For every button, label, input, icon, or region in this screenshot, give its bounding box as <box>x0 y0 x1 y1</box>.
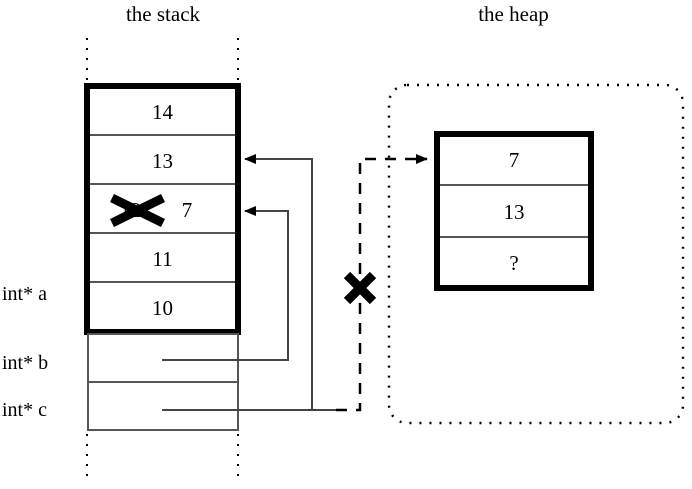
stack-cell-value-0: 14 <box>152 100 173 124</box>
stack-cell-value-1: 13 <box>152 149 173 173</box>
heap-cell-value-2: ? <box>509 251 519 275</box>
pointer-label-b: int* b <box>2 352 49 374</box>
heap-title: the heap <box>478 2 549 26</box>
stack-cell-value-4: 10 <box>152 296 173 320</box>
stale-heap-pointer-dashed <box>336 154 428 412</box>
stack-cell-value-3: 11 <box>152 247 173 271</box>
heap-cell-value-0: 7 <box>508 148 520 172</box>
stack-pointer-cells <box>87 333 239 431</box>
stack-cell-value-2-new: 7 <box>181 198 193 222</box>
stack-title: the stack <box>125 2 201 26</box>
heap-block-box <box>434 131 594 291</box>
dead-pointer-x-marker <box>343 271 377 305</box>
stack-frame-box <box>84 83 241 335</box>
pointer-b-connector <box>162 206 289 361</box>
stack-cell-value-2-old: 12 <box>120 198 141 222</box>
pointer-label-a: int* a <box>2 283 47 305</box>
pointer-label-c: int* c <box>2 399 47 421</box>
heap-cell-value-1: 13 <box>503 200 525 224</box>
crossed-out-value-x-marker <box>110 193 165 228</box>
pointer-a-connector <box>244 154 313 410</box>
